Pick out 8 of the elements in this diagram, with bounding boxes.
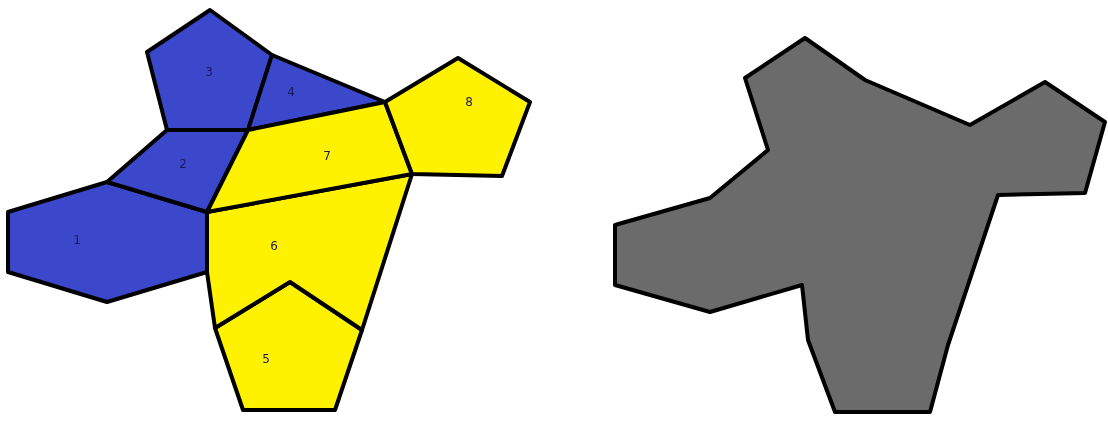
region-number: 1 <box>73 233 81 247</box>
region-number: 2 <box>179 157 187 171</box>
region-number: 3 <box>205 65 213 79</box>
region-number: 6 <box>270 239 278 253</box>
region-number: 5 <box>262 352 270 366</box>
region-number: 4 <box>287 85 295 99</box>
region-number: 8 <box>465 95 473 109</box>
region-number: 7 <box>323 149 331 163</box>
